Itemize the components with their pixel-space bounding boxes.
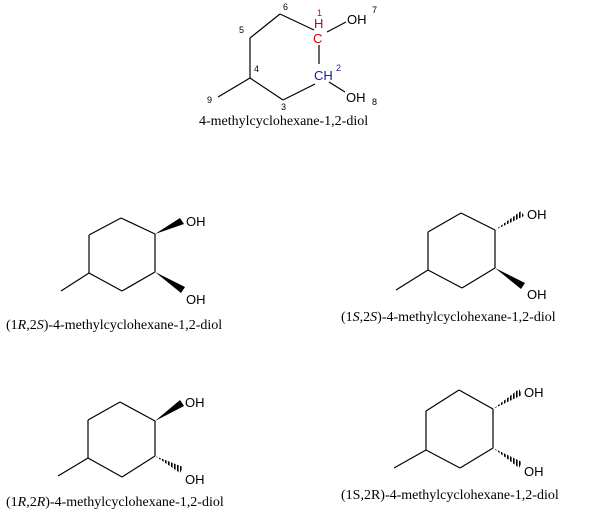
bond-c1-o7 xyxy=(326,21,347,33)
oh-label-c1: OH xyxy=(527,207,547,222)
o8-label: OH xyxy=(346,90,366,105)
atom-number-8: 8 xyxy=(372,97,377,107)
isomer-3-1R-2R: OH OH xyxy=(57,395,205,487)
oh-label-c2: OH xyxy=(186,292,206,307)
atom-number-4: 4 xyxy=(254,64,259,74)
main-structure-name: 4-methylcyclohexane-1,2-diol xyxy=(199,114,369,129)
c2-label: CH xyxy=(314,68,333,83)
oh-label-c2: OH xyxy=(524,464,544,479)
c1-hydrogen-label: H xyxy=(314,16,323,31)
main-structure xyxy=(217,13,347,101)
atom-number-2: 2 xyxy=(336,63,341,73)
wedge-bond-c2-oh xyxy=(495,268,525,289)
bond-c1-c6 xyxy=(279,13,315,31)
wedge-bond-c2-oh xyxy=(155,272,185,293)
hashed-bond-c1-oh xyxy=(493,389,522,409)
wedge-bond-c1-oh xyxy=(155,218,184,234)
isomer-1-1R-2S: OH OH xyxy=(60,214,206,307)
bond-c4-c3 xyxy=(249,77,284,101)
oh-label-c1: OH xyxy=(186,214,206,229)
isomer-1-name: (1R,2S)-4-methylcyclohexane-1,2-diol xyxy=(6,318,223,333)
isomer-2-1S-2S: OH OH xyxy=(395,207,547,302)
isomer-4-1S-2R: OH OH xyxy=(393,385,544,479)
atom-number-3: 3 xyxy=(281,102,286,112)
c1-carbon-label: C xyxy=(313,31,322,46)
isomer-3-name: (1R,2R)-4-methylcyclohexane-1,2-diol xyxy=(6,495,224,510)
bond-c6-c5 xyxy=(249,13,281,39)
hashed-bond-c2-oh xyxy=(155,456,183,473)
bond-c3-c2 xyxy=(282,83,316,101)
bond-c4-c9 xyxy=(217,77,251,98)
oh-label-c1: OH xyxy=(524,385,544,400)
wedge-bond-c1-oh xyxy=(155,400,184,421)
o7-label: OH xyxy=(347,12,367,27)
isomer-2-name: (1S,2S)-4-methylcyclohexane-1,2-diol xyxy=(341,310,556,325)
atom-number-6: 6 xyxy=(283,2,288,12)
isomer-4-name: (1S,2R)-4-methylcyclohexane-1,2-diol xyxy=(341,488,559,503)
atom-number-1: 1 xyxy=(317,8,322,18)
hashed-bond-c1-oh xyxy=(495,211,524,230)
bond-c2-o8 xyxy=(328,81,346,93)
atom-number-7: 7 xyxy=(372,5,377,15)
atom-number-9: 9 xyxy=(207,95,212,105)
oh-label-c2: OH xyxy=(527,287,547,302)
oh-label-c1: OH xyxy=(185,395,205,410)
oh-label-c2: OH xyxy=(185,472,205,487)
hashed-bond-c2-oh xyxy=(493,448,522,468)
atom-number-5: 5 xyxy=(239,25,244,35)
main-atom-labels: H C CH OH OH 1 2 3 4 5 6 7 8 9 xyxy=(207,2,377,112)
